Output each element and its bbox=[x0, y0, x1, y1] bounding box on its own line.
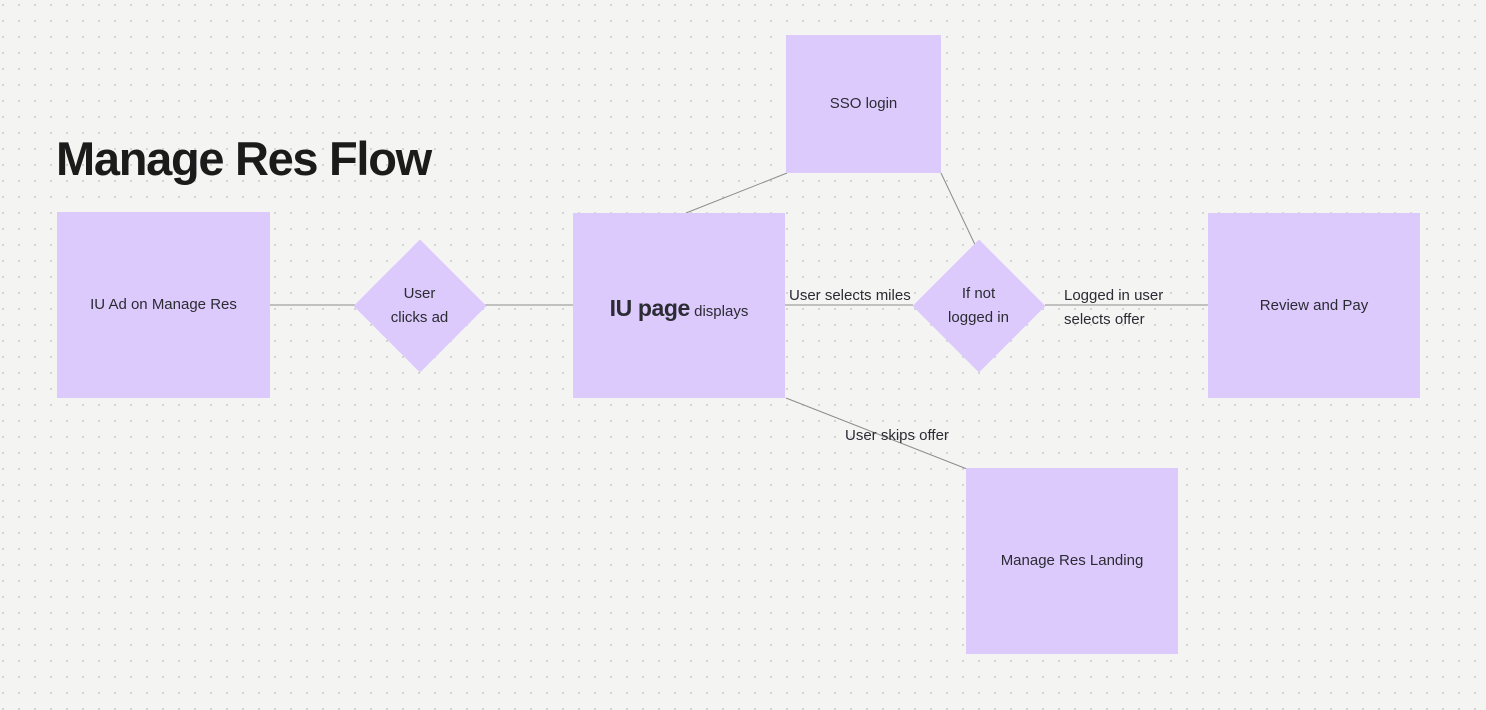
node-label: If not logged in bbox=[948, 282, 1009, 329]
node-label: Manage Res Landing bbox=[1000, 552, 1144, 570]
page-title: Manage Res Flow bbox=[56, 132, 432, 185]
node-sso-login[interactable]: SSO login bbox=[786, 35, 941, 173]
node-user-clicks-ad[interactable]: User clicks ad bbox=[353, 239, 486, 372]
edge-label-line-1: Logged in user bbox=[1064, 287, 1164, 304]
node-label-line-2: logged in bbox=[948, 308, 1009, 326]
edge-label-user-selects-miles: User selects miles bbox=[789, 287, 911, 304]
node-label-line-1: User bbox=[403, 285, 436, 303]
node-label-line-2: clicks ad bbox=[390, 308, 449, 326]
node-label: IU Ad on Manage Res bbox=[90, 296, 237, 314]
edge-label-line-2: selects offer bbox=[1064, 311, 1145, 328]
node-manage-res-landing[interactable]: Manage Res Landing bbox=[966, 468, 1178, 654]
edge-label-user-skips-offer: User skips offer bbox=[845, 427, 949, 444]
node-if-not-logged-in[interactable]: If not logged in bbox=[912, 239, 1045, 372]
node-review-and-pay[interactable]: Review and Pay bbox=[1208, 213, 1420, 398]
node-iu-ad-on-manage-res[interactable]: IU Ad on Manage Res bbox=[57, 212, 270, 398]
node-label-strong: IU page bbox=[609, 294, 691, 321]
node-label: SSO login bbox=[829, 95, 898, 113]
node-label-line-1: If not bbox=[961, 285, 996, 303]
node-label: IU page displays bbox=[610, 291, 749, 327]
node-label: Review and Pay bbox=[1259, 296, 1369, 314]
node-label-soft: displays bbox=[694, 302, 749, 320]
edge-label-logged-in-user-selects-offer: Logged in user selects offer bbox=[1064, 284, 1163, 332]
edge-iupage-to-sso bbox=[685, 172, 788, 214]
node-iu-page-displays[interactable]: IU page displays bbox=[573, 213, 785, 398]
node-label: User clicks ad bbox=[391, 282, 449, 329]
